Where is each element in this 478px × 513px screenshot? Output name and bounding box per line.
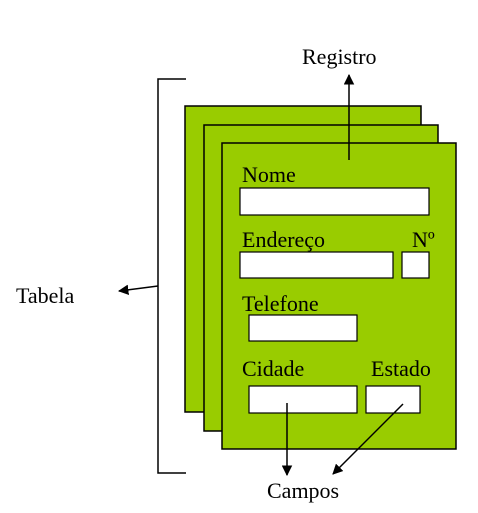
table-label: Tabela [16,283,75,308]
record-label: Registro [302,44,377,69]
field-box-telefone [248,314,358,342]
field-box-nome [239,187,430,216]
table-arrow [117,284,159,296]
field-box-numero [401,251,430,279]
field-label-nome: Nome [242,162,296,187]
fields-arrow-right [332,403,404,475]
field-label-cidade: Cidade [242,356,304,381]
field-label-telefone: Telefone [242,291,319,316]
field-box-estado [365,385,421,414]
field-box-endereco [239,251,394,279]
field-box-cidade [248,385,358,414]
fields-label: Campos [267,478,339,503]
field-label-estado: Estado [371,356,431,381]
field-label-numero: Nº [412,227,435,252]
field-label-endereco: Endereço [242,227,325,252]
table-bracket [157,78,186,474]
